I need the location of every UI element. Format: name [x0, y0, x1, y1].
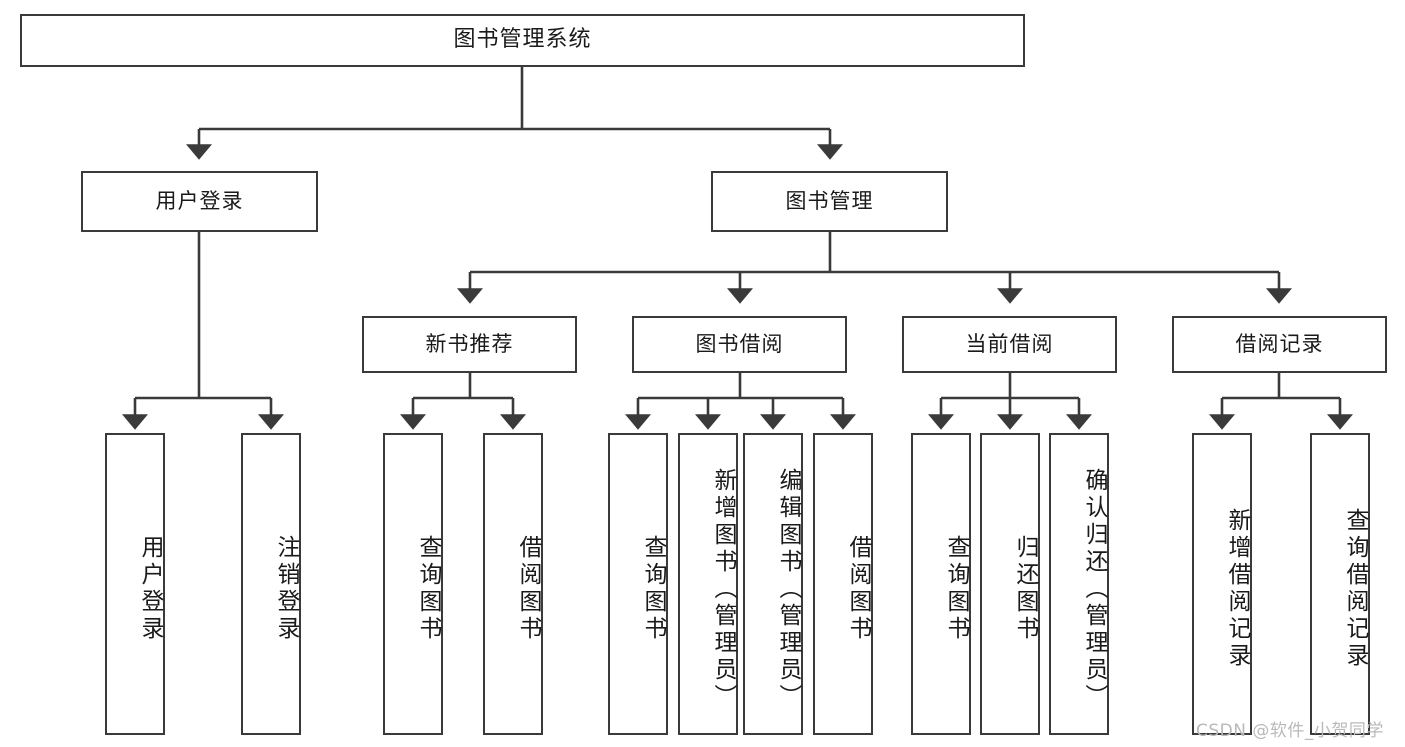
- leaf-new-book-borrow[interactable]: 借阅图书: [483, 433, 543, 735]
- leaf-borrow-record-query[interactable]: 查询借阅记录: [1310, 433, 1370, 735]
- node-borrow-record[interactable]: 借阅记录: [1172, 316, 1387, 373]
- leaf-current-borrow-query[interactable]: 查询图书: [911, 433, 971, 735]
- csdn-watermark: CSDN @软件_小贺同学: [1196, 721, 1384, 741]
- node-book-borrow[interactable]: 图书借阅: [632, 316, 847, 373]
- leaf-user-login-login[interactable]: 用户登录: [105, 433, 165, 735]
- leaf-user-login-logout[interactable]: 注销登录: [241, 433, 301, 735]
- node-new-book-recommend[interactable]: 新书推荐: [362, 316, 577, 373]
- leaf-current-borrow-return[interactable]: 归还图书: [980, 433, 1040, 735]
- leaf-borrow-record-add[interactable]: 新增借阅记录: [1192, 433, 1252, 735]
- node-book-management[interactable]: 图书管理: [711, 171, 948, 232]
- leaf-current-borrow-confirm-return[interactable]: 确认归还（管理员）: [1049, 433, 1109, 735]
- node-user-login[interactable]: 用户登录: [81, 171, 318, 232]
- leaf-new-book-query[interactable]: 查询图书: [383, 433, 443, 735]
- leaf-book-borrow-add[interactable]: 新增图书（管理员）: [678, 433, 738, 735]
- leaf-book-borrow-query[interactable]: 查询图书: [608, 433, 668, 735]
- node-root-system[interactable]: 图书管理系统: [20, 14, 1025, 67]
- node-current-borrow[interactable]: 当前借阅: [902, 316, 1117, 373]
- leaf-book-borrow-edit[interactable]: 编辑图书（管理员）: [743, 433, 803, 735]
- leaf-book-borrow-borrow[interactable]: 借阅图书: [813, 433, 873, 735]
